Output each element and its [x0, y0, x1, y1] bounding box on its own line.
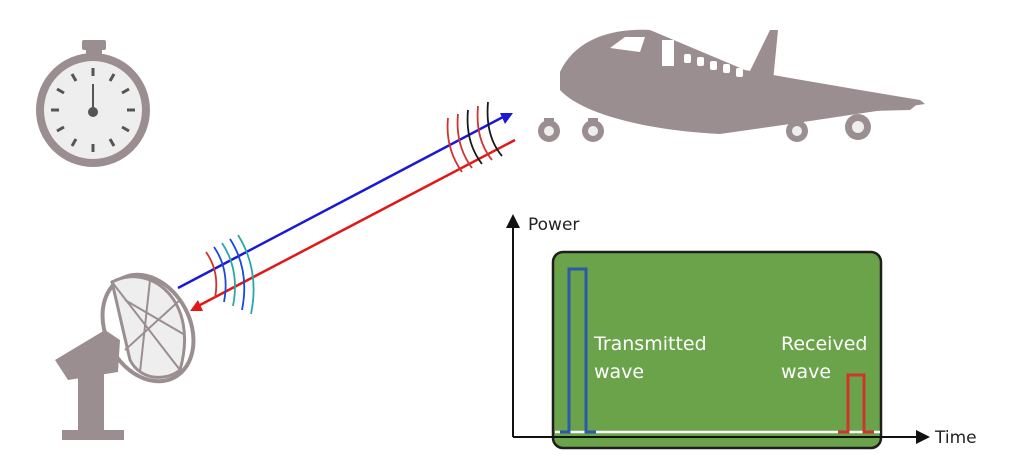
x-axis-arrow — [916, 430, 930, 444]
y-axis-arrow — [506, 214, 520, 228]
received-label-line1: Received — [781, 333, 867, 355]
y-axis-label: Power — [528, 215, 579, 235]
transmitted-signal-line — [177, 115, 504, 290]
transmitted-pulse — [560, 267, 596, 434]
received-arrowhead — [190, 300, 203, 311]
wave-arcs-plane — [446, 101, 503, 173]
wave-arcs-dish — [205, 234, 255, 315]
stopwatch-icon — [36, 40, 150, 167]
transmitted-arrowhead — [500, 113, 513, 124]
received-pulse — [838, 373, 874, 434]
radar-dish-icon — [55, 272, 196, 440]
airplane-icon — [538, 29, 925, 142]
x-axis-label: Time — [934, 428, 977, 448]
plot-background — [551, 250, 883, 450]
pulse-plot: Power Time Transmitted wave Received wav… — [506, 214, 977, 450]
received-signal-line — [199, 138, 516, 307]
received-label-line2: wave — [781, 361, 831, 383]
transmitted-label-line2: wave — [594, 361, 644, 383]
signal-arrows — [177, 113, 516, 311]
transmitted-label-line1: Transmitted — [593, 333, 707, 355]
